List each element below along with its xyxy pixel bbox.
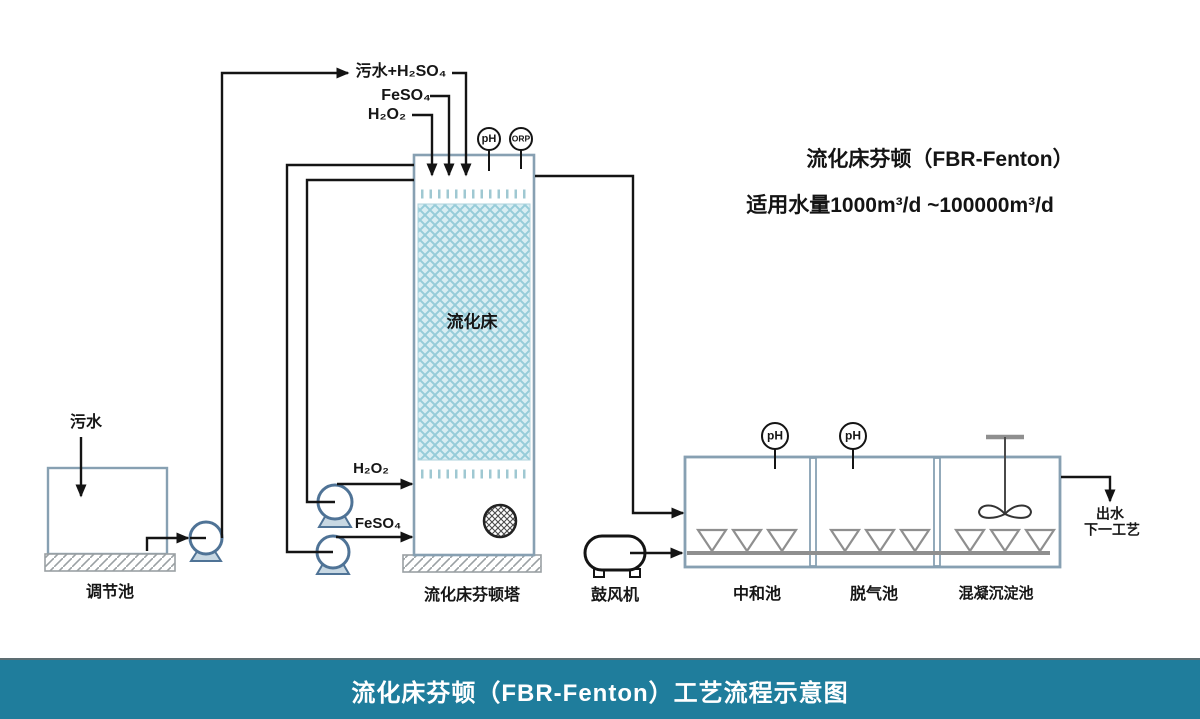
neutralization-label: 中和池 [732, 586, 782, 604]
coagulation-label: 混凝沉淀池 [958, 584, 1034, 602]
tower-base [402, 554, 542, 573]
recirc-pump-h2o2 [316, 483, 354, 528]
feso4-feed-line [430, 94, 455, 177]
fenton-tower [402, 153, 542, 573]
caption-title: 流化床芬顿（FBR-Fenton）工艺流程示意图 [351, 680, 849, 707]
degas-ph-gauge-label: pH [845, 428, 861, 443]
treatment-tanks [683, 434, 1062, 569]
recirc-line-outer [285, 163, 414, 554]
influent-label: 污水 [69, 414, 103, 432]
divider-1 [809, 457, 817, 567]
adjusting-tank-base [44, 553, 176, 572]
effluent-line [1061, 475, 1116, 503]
tower-orp-gauge-label: ORP [511, 133, 531, 144]
mixer-icon [977, 434, 1033, 519]
sewage-h2so4-label: 污水+H₂SO₄ [355, 63, 447, 81]
recirc-line-inner [305, 178, 414, 504]
h2o2-feed-line [412, 113, 438, 177]
instrument-gauges [477, 127, 867, 469]
fluidized-bed-label: 流化床 [446, 312, 498, 332]
next-process-label: 下一工艺 [1084, 521, 1140, 538]
tower-outlet-line [535, 174, 685, 519]
blower-icon [583, 534, 647, 578]
sewage-feed-line [452, 71, 472, 177]
recirc-pump-feso4 [315, 534, 351, 575]
tank-to-pump-line [145, 532, 190, 551]
adjust-tank-label: 调节池 [85, 584, 135, 602]
tower-ph-gauge-label: pH [481, 132, 497, 145]
adjusting-tank [44, 466, 176, 572]
degassing-label: 脱气池 [849, 586, 899, 604]
tower-label: 流化床芬顿塔 [423, 587, 521, 605]
neutral-ph-gauge-icon [761, 422, 789, 450]
tower-ph-gauge-icon [477, 127, 501, 151]
effluent-label: 出水 [1096, 505, 1124, 522]
neutral-ph-gauge-label: pH [767, 428, 783, 443]
feed-pump [188, 520, 224, 562]
sight-glass-icon [482, 503, 518, 539]
fluidized-bed-zone [417, 203, 531, 461]
tower-orp-gauge-icon [509, 127, 533, 151]
caption-banner: 流化床芬顿（FBR-Fenton）工艺流程示意图 [0, 658, 1200, 719]
diagram-title: 流化床芬顿（FBR-Fenton） [806, 148, 1074, 171]
feso4-side-label: FeSO₄ [354, 514, 402, 532]
capacity-note: 适用水量1000m³/d ~100000m³/d [746, 194, 1054, 217]
pump-riser-line [220, 67, 350, 538]
divider-2 [933, 457, 941, 567]
process-lines [75, 67, 1116, 559]
diffuser-icons [695, 528, 1057, 553]
degas-ph-gauge-icon [839, 422, 867, 450]
h2o2-side-label: H₂O₂ [353, 459, 389, 477]
feso4-top-label: FeSO₄ [381, 87, 431, 105]
blower-label: 鼓风机 [590, 587, 640, 605]
h2o2-top-label: H₂O₂ [367, 106, 407, 124]
